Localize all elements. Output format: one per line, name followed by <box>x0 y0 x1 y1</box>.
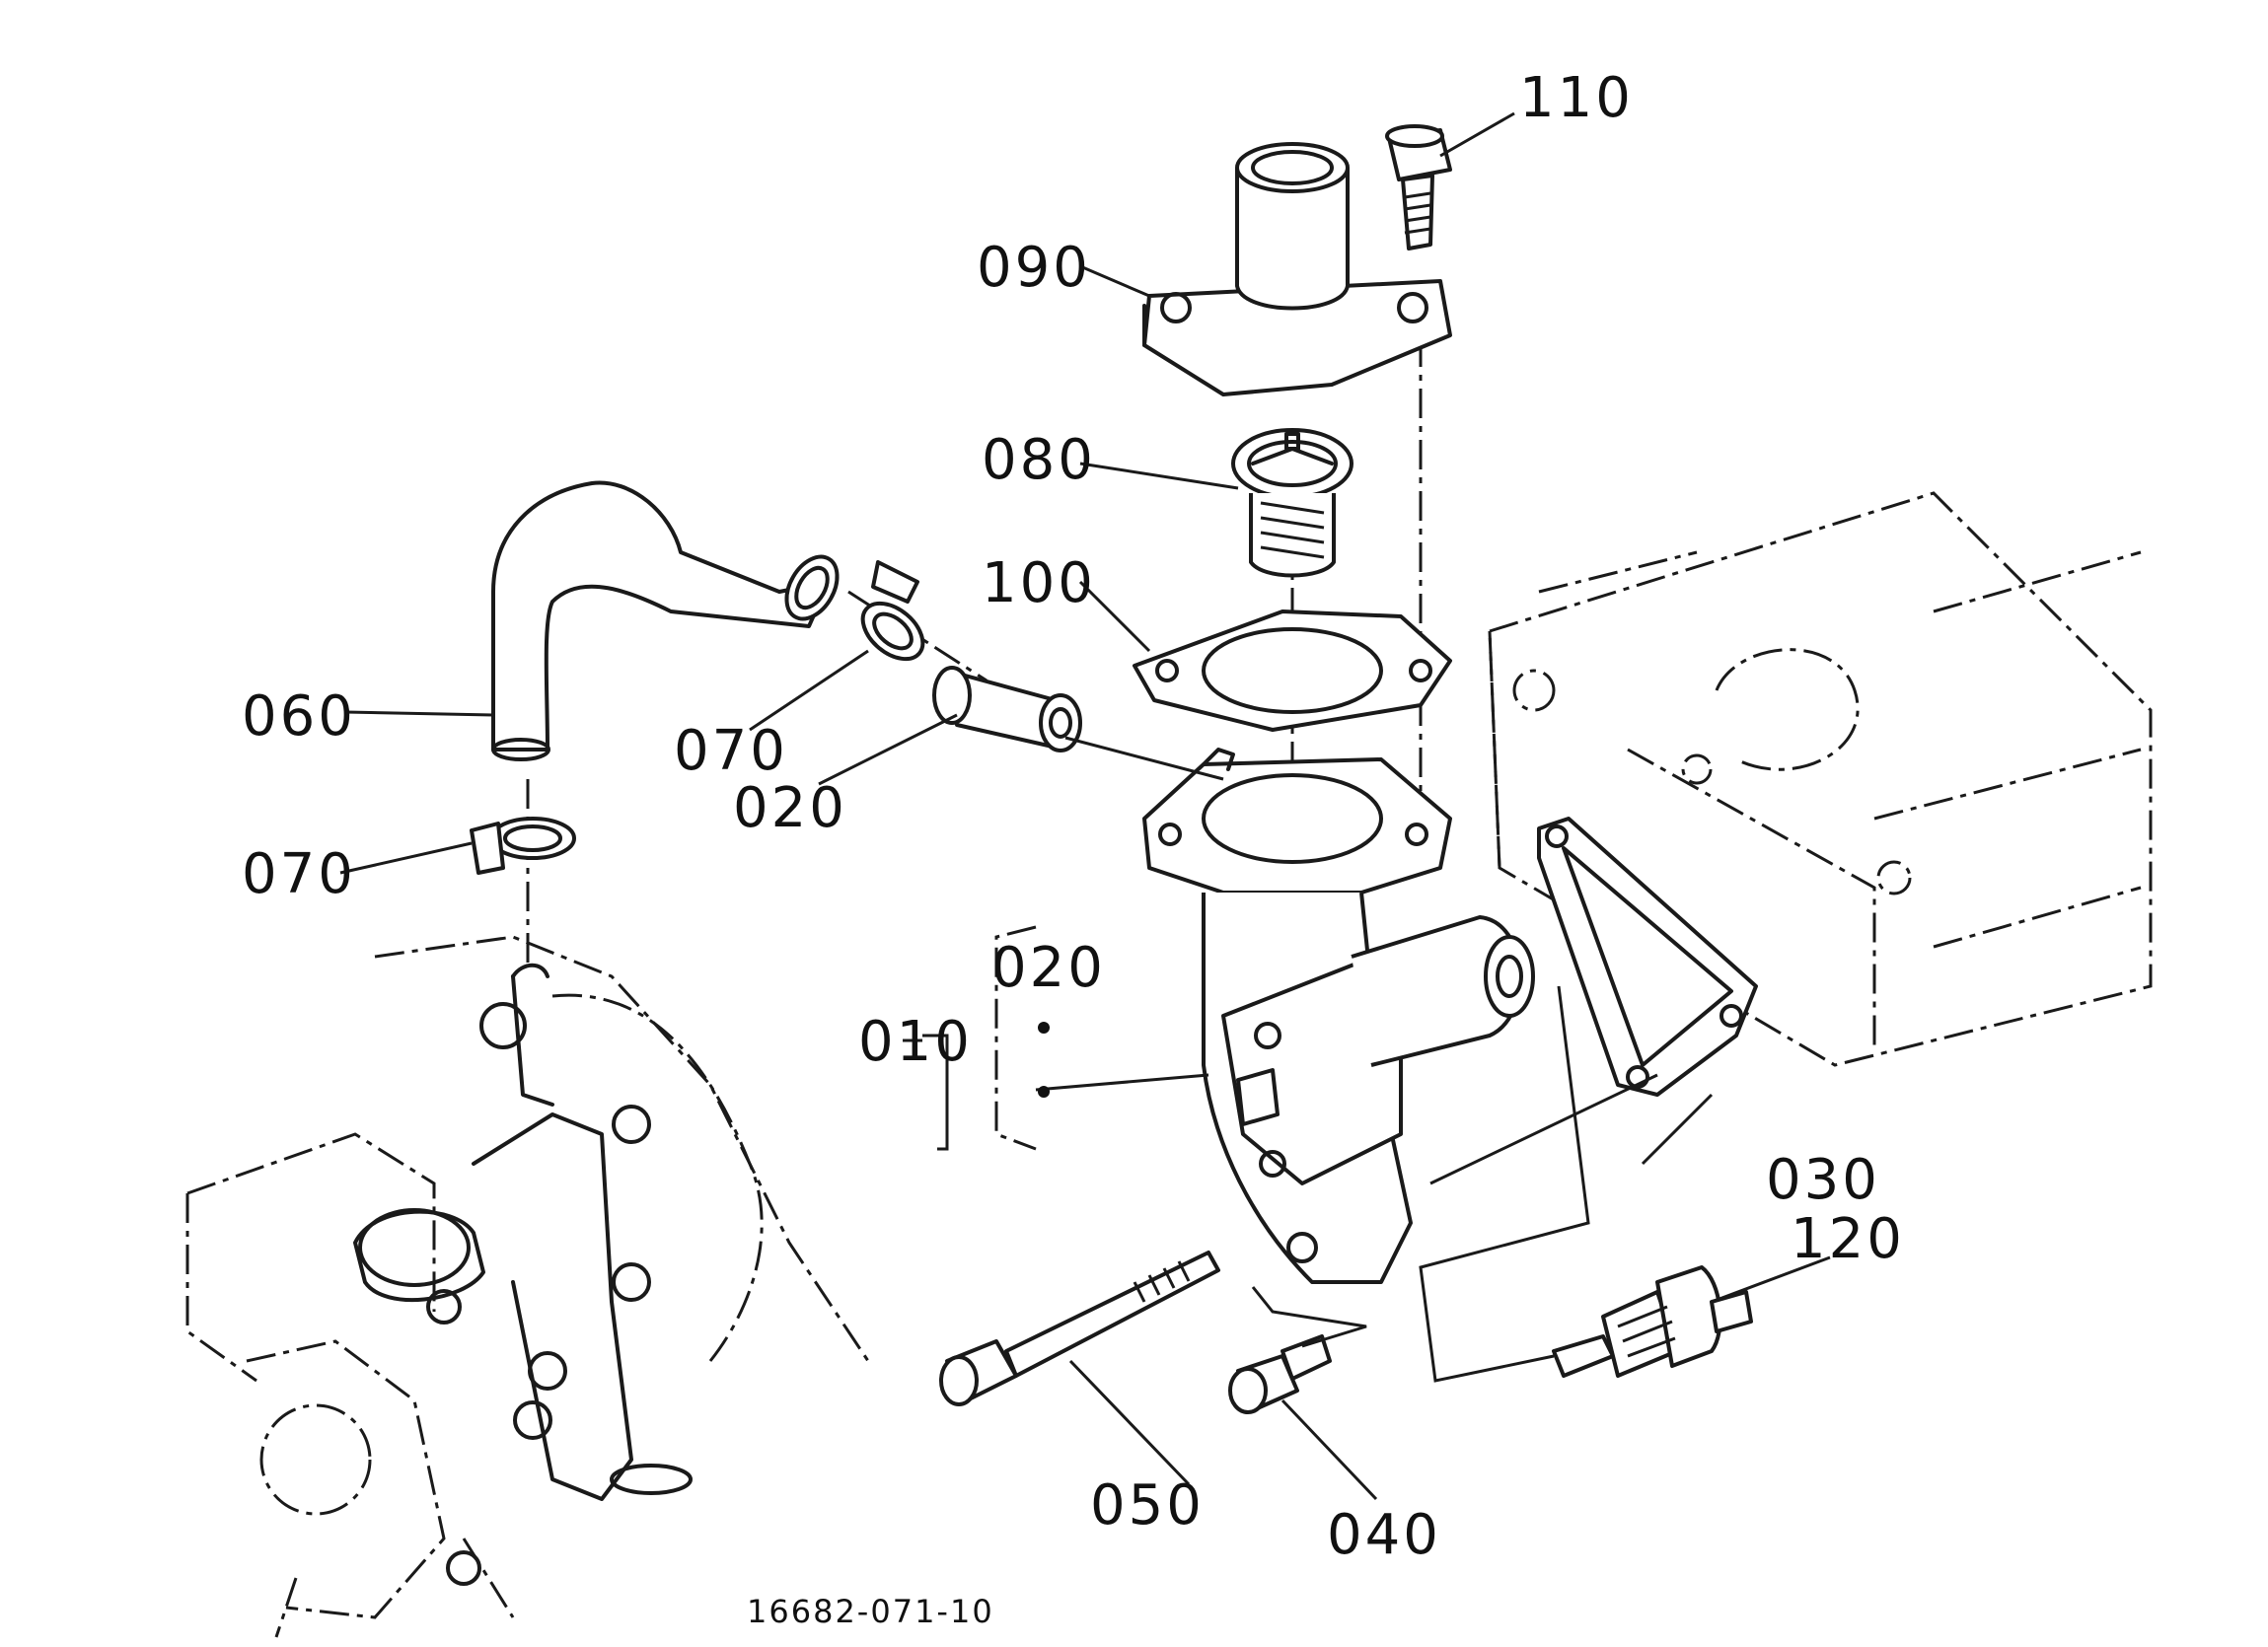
callout-070-upper: 070 <box>674 719 788 783</box>
callout-010: 010 <box>858 1010 973 1074</box>
group-bracket-010 <box>994 925 1037 1151</box>
callout-110: 110 <box>1519 66 1634 130</box>
bolt-040 <box>1228 1334 1332 1414</box>
thermostat-housing-010 <box>1142 748 1535 1284</box>
bolt-110 <box>1385 124 1452 251</box>
callout-090: 090 <box>977 236 1091 300</box>
callout-080: 080 <box>982 428 1096 492</box>
callout-050: 050 <box>1090 1473 1205 1538</box>
callout-100: 100 <box>982 551 1096 615</box>
callout-020-group: 020 <box>991 936 1106 1000</box>
drawing-reference-number: 16682-071-10 <box>747 1593 994 1630</box>
callout-040: 040 <box>1327 1503 1441 1567</box>
engine-block-outline <box>1488 491 2153 1067</box>
water-pump-outline <box>185 935 870 1638</box>
bracket-dot-upper <box>1038 1022 1050 1034</box>
hose-060 <box>491 480 840 761</box>
callout-060: 060 <box>242 684 356 749</box>
callout-120: 120 <box>1791 1207 1905 1271</box>
bolt-050 <box>939 1251 1220 1406</box>
thermostat-cover-090 <box>1142 142 1452 396</box>
gasket-100 <box>1133 609 1452 732</box>
callout-070-lower: 070 <box>242 842 356 906</box>
temperature-sensor-120 <box>1552 1265 1753 1378</box>
callout-030: 030 <box>1766 1148 1880 1212</box>
pipe-020 <box>932 666 1082 752</box>
clamp-070-lower <box>470 817 576 875</box>
gasket-030 <box>1537 817 1758 1097</box>
bracket-dot-lower <box>1038 1086 1050 1098</box>
thermostat-080 <box>1231 428 1353 578</box>
leader-lines <box>339 111 1831 1501</box>
clamp-070-upper <box>860 560 925 662</box>
callout-020: 020 <box>733 776 847 840</box>
